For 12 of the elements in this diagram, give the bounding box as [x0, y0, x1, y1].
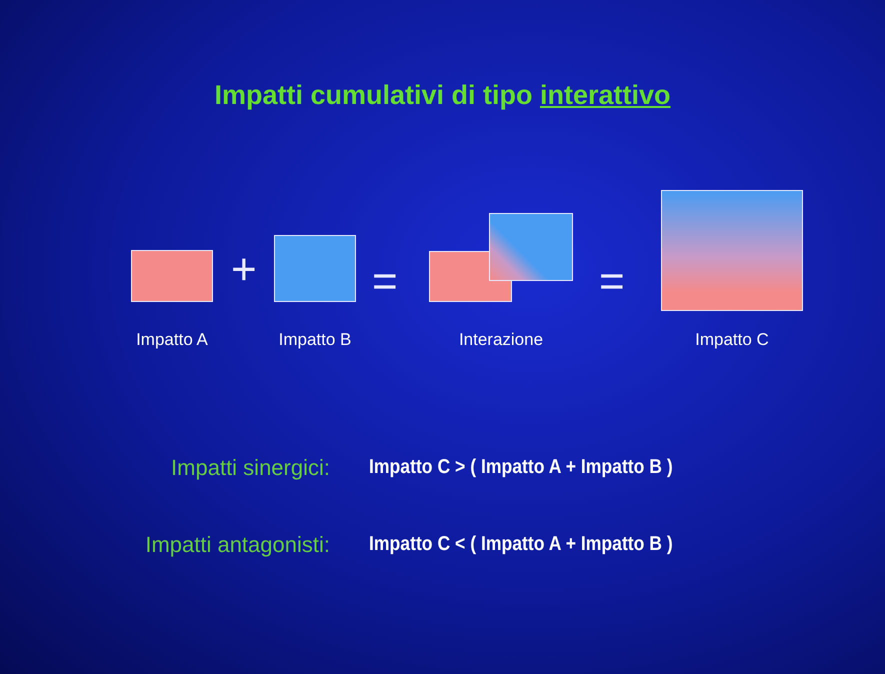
formula-text: Impatto C < ( Impatto A + Impatto B ) [369, 533, 673, 556]
formula-text: Impatto C > ( Impatto A + Impatto B ) [369, 456, 673, 479]
row-label: Impatti sinergici: [171, 455, 330, 481]
equals-sign: = [599, 260, 625, 304]
plus-sign: + [231, 248, 257, 292]
node-label: Impatto C [694, 330, 770, 350]
equals-sign: = [372, 260, 398, 304]
node-label: Impatto B [278, 330, 352, 350]
slide-title: Impatti cumulativi di tipo interattivo [213, 80, 672, 111]
node-label: Impatto A [135, 330, 209, 350]
row-label: Impatti antagonisti: [145, 532, 330, 558]
node-label: Interazione [458, 330, 544, 350]
